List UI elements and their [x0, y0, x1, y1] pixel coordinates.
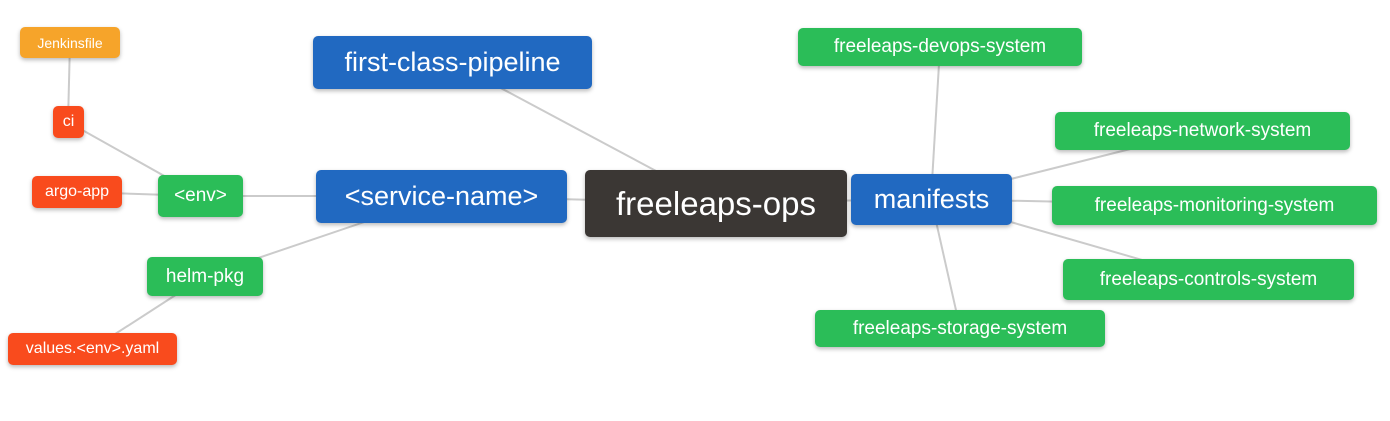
node-values-env-yaml[interactable]: values.<env>.yaml	[8, 333, 177, 365]
node-jenkinsfile[interactable]: Jenkinsfile	[20, 27, 120, 58]
node-first-class-pipeline[interactable]: first-class-pipeline	[313, 36, 592, 89]
node-manifests[interactable]: manifests	[851, 174, 1012, 225]
node-service-name[interactable]: <service-name>	[316, 170, 567, 223]
node-freeleaps-network-system[interactable]: freeleaps-network-system	[1055, 112, 1350, 150]
node-freeleaps-controls-system[interactable]: freeleaps-controls-system	[1063, 259, 1354, 300]
edge-manifests-devops	[930, 46, 941, 200]
node-env[interactable]: <env>	[158, 175, 243, 217]
node-helm-pkg[interactable]: helm-pkg	[147, 257, 263, 296]
node-argo-app[interactable]: argo-app	[32, 176, 122, 208]
node-freeleaps-devops-system[interactable]: freeleaps-devops-system	[798, 28, 1082, 66]
node-ci[interactable]: ci	[53, 106, 84, 138]
node-freeleaps-storage-system[interactable]: freeleaps-storage-system	[815, 310, 1105, 347]
node-freeleaps-ops-root[interactable]: freeleaps-ops	[585, 170, 847, 237]
node-freeleaps-monitoring-system[interactable]: freeleaps-monitoring-system	[1052, 186, 1377, 225]
